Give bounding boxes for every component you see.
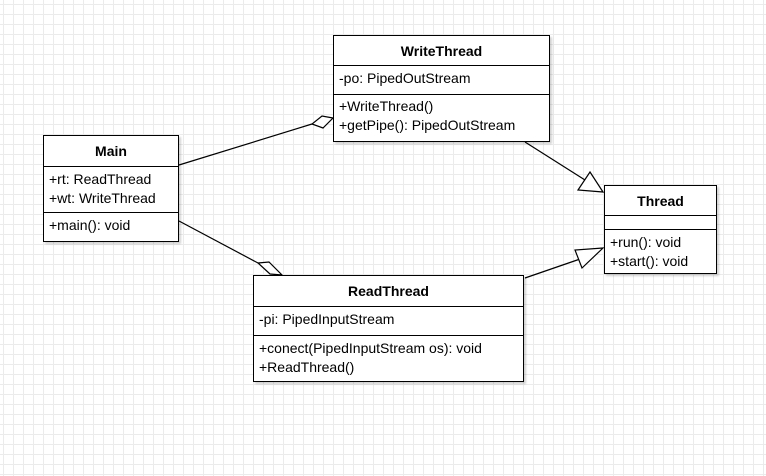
method: +run(): void [610,234,682,250]
attributes-section: +rt: ReadThread +wt: WriteThread [44,167,178,213]
attribute: -pi: PipedInputStream [259,311,395,327]
method: +start(): void [610,253,689,269]
method: +conect(PipedInputStream os): void [259,340,482,356]
methods-section: +run(): void +start(): void [605,230,716,271]
class-name: WriteThread [334,36,549,66]
generalization-arrow-readthread [574,247,605,270]
method: +WriteThread() [339,98,434,114]
attributes-section [605,216,716,230]
class-name: Thread [605,186,716,216]
generalization-line-readthread [524,257,584,279]
attributes-section: -pi: PipedInputStream [254,307,523,336]
class-main[interactable]: Main +rt: ReadThread +wt: WriteThread +m… [43,135,179,242]
aggregation-line-readthread [178,220,259,264]
aggregation-line-writethread [178,123,313,166]
method: +ReadThread() [259,359,355,375]
aggregation-diamond-writethread [310,115,335,129]
attribute: -po: PipedOutStream [339,70,471,86]
attributes-section: -po: PipedOutStream [334,66,549,95]
class-writethread[interactable]: WriteThread -po: PipedOutStream +WriteTh… [333,35,550,142]
method: +main(): void [49,217,131,233]
methods-section: +conect(PipedInputStream os): void +Read… [254,336,523,377]
attribute: +rt: ReadThread [49,171,152,187]
class-readthread[interactable]: ReadThread -pi: PipedInputStream +conect… [253,275,524,382]
class-name: Main [44,136,178,167]
methods-section: +main(): void [44,213,178,235]
attribute: +wt: WriteThread [49,190,156,206]
aggregation-diamond-readthread [256,261,284,276]
class-thread[interactable]: Thread +run(): void +start(): void [604,185,717,274]
method: +getPipe(): PipedOutStream [339,117,516,133]
generalization-arrow-writethread [576,170,605,193]
class-name: ReadThread [254,276,523,307]
methods-section: +WriteThread() +getPipe(): PipedOutStrea… [334,95,549,135]
generalization-line-writethread [524,141,586,181]
